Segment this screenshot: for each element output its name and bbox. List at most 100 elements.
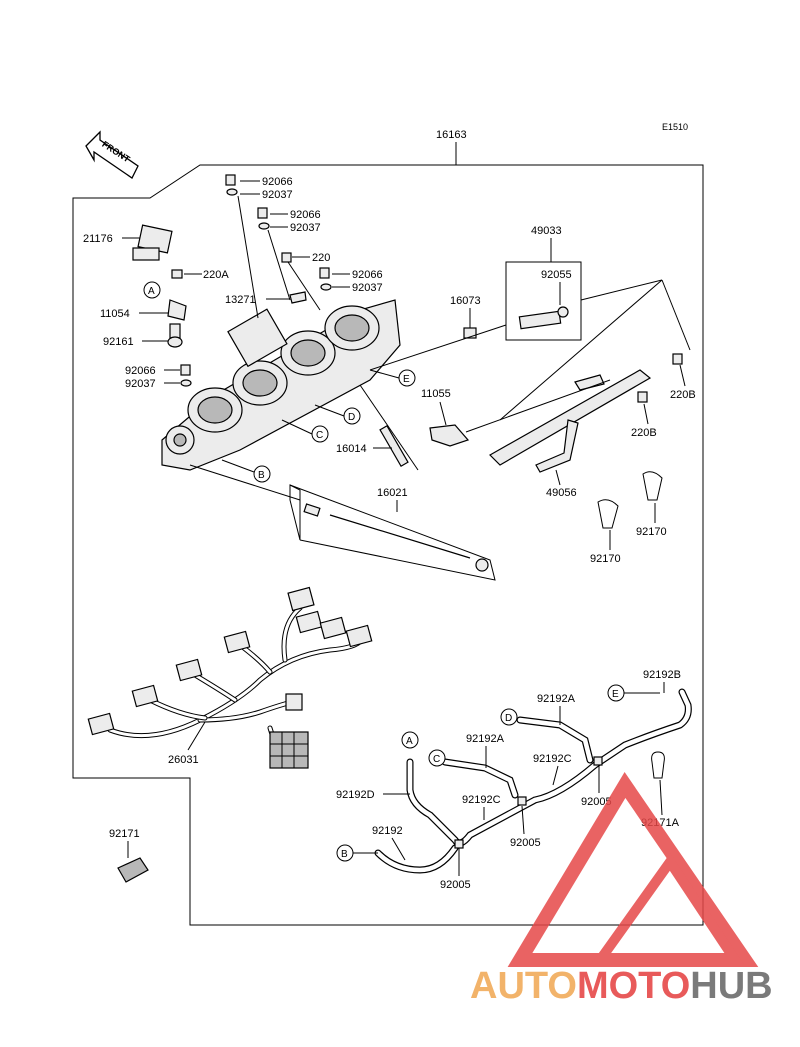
part-49033-label: 49033 (531, 225, 562, 237)
injector-group-box (505, 261, 582, 341)
throttle-body-assembly (161, 299, 401, 471)
part-49056-label: 49056 (546, 487, 577, 499)
svg-text:D: D (348, 412, 355, 423)
bolt-icon (171, 269, 183, 279)
part-92170-label: 92170 (636, 526, 667, 538)
svg-text:B: B (258, 470, 265, 481)
connector-icon (131, 684, 159, 708)
part-92005-label: 92005 (581, 796, 612, 808)
connector-icon (285, 693, 303, 711)
cap-icon (319, 267, 330, 279)
ref-circle-D: D (500, 708, 518, 726)
diagram-code: E1510 (662, 122, 688, 132)
part-92192A-label: 92192A (466, 733, 505, 745)
sensor-plug-icon (167, 323, 183, 348)
part-16163-label: 16163 (436, 129, 467, 141)
bolt-icon (281, 252, 292, 263)
part-92192A-label: 92192A (537, 693, 576, 705)
throttle-bore (324, 305, 380, 351)
bracket-icon (167, 299, 187, 321)
connector-icon (295, 610, 323, 634)
part-26031-label: 26031 (168, 754, 199, 766)
ref-circle-B: B (253, 465, 271, 483)
part-220A-label: 220A (203, 269, 229, 281)
watermark-text: AUTOMOTOHUB (470, 965, 773, 1007)
part-11054-label: 11054 (100, 308, 130, 320)
fuel-rail (489, 279, 691, 466)
part-220B-label: 220B (631, 427, 657, 439)
part-92192-label: 92192 (372, 825, 403, 837)
bolt-icon (637, 391, 648, 403)
connector-icon (175, 658, 203, 682)
part-92037-label: 92037 (290, 222, 321, 234)
clamp-icon (597, 499, 619, 529)
cap-icon (225, 174, 236, 186)
ref-circle-C: C (311, 425, 329, 443)
tee-joint-icon (517, 796, 527, 806)
part-92192C-label: 92192C (462, 794, 501, 806)
injector-icon (518, 306, 569, 330)
bracket-icon (429, 424, 470, 447)
part-16014-label: 16014 (336, 443, 367, 455)
part-11055-label: 11055 (421, 388, 451, 400)
clip-icon (117, 857, 149, 883)
throttle-bore (280, 330, 336, 376)
svg-text:C: C (316, 430, 323, 441)
connector-icon (287, 586, 315, 612)
fuel-hose-49056 (535, 419, 579, 473)
part-92037-label: 92037 (125, 378, 156, 390)
ref-circle-E: E (398, 369, 416, 387)
part-92192C-label: 92192C (533, 753, 572, 765)
svg-text:B: B (341, 849, 348, 860)
cap-icon (257, 207, 268, 219)
shaft-box (289, 484, 301, 541)
part-92005-label: 92005 (510, 837, 541, 849)
connector-icon (319, 616, 347, 640)
part-92055-label: 92055 (541, 269, 572, 281)
part-92066-label: 92066 (352, 269, 383, 281)
vacuum-hoses (374, 688, 692, 874)
svg-text:D: D (505, 713, 512, 724)
ref-circle-C: C (428, 749, 446, 767)
part-92037-label: 92037 (352, 282, 383, 294)
svg-text:A: A (406, 736, 413, 747)
part-92171-label: 92171 (109, 828, 140, 840)
part-92192D-label: 92192D (336, 789, 375, 801)
hose-clip-icon (651, 751, 665, 779)
part-220-label: 220 (312, 252, 330, 264)
connector-icon (345, 624, 373, 648)
clamp-icon (642, 471, 663, 501)
cap-icon (180, 364, 191, 376)
throttle-shaft (329, 514, 471, 559)
svg-text:A: A (148, 286, 155, 297)
clip-icon (320, 283, 332, 291)
part-92192B-label: 92192B (643, 669, 681, 681)
part-13271-label: 13271 (225, 294, 256, 306)
clip-icon (180, 379, 192, 387)
part-92066-label: 92066 (290, 209, 321, 221)
svg-text:E: E (403, 374, 410, 385)
part-92066-label: 92066 (262, 176, 293, 188)
spring-icon (303, 503, 321, 517)
shaft-end-icon (475, 558, 489, 572)
ref-circle-A: A (143, 281, 161, 299)
connector-icon (223, 630, 251, 654)
part-220B-label: 220B (670, 389, 696, 401)
watermark-logo (507, 772, 759, 967)
front-arrow-icon: FRONT (85, 130, 139, 179)
connector-icon (87, 712, 115, 736)
ref-circle-B: B (336, 844, 354, 862)
part-21176-label: 21176 (83, 233, 113, 245)
main-connector-icon (269, 731, 309, 769)
part-16073-label: 16073 (450, 295, 481, 307)
part-92170-label: 92170 (590, 553, 621, 565)
ref-circle-E: E (607, 684, 625, 702)
tee-joint-icon (593, 756, 603, 766)
svg-text:C: C (433, 754, 440, 765)
ref-circle-D: D (343, 407, 361, 425)
svg-text:E: E (612, 689, 619, 700)
lever-icon (289, 291, 307, 304)
ref-circle-A: A (401, 731, 419, 749)
diagram-frame (72, 164, 704, 926)
